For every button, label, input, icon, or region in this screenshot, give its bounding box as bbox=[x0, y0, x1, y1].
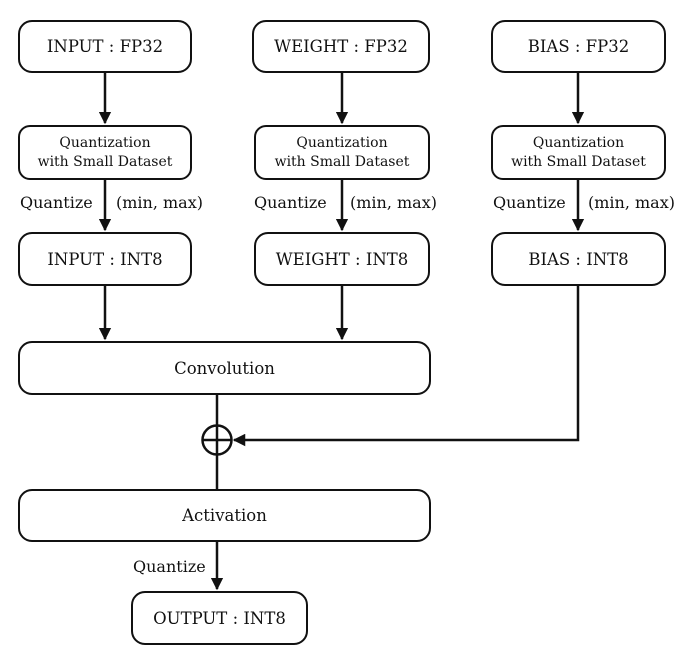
output-quantize-label: Quantize bbox=[133, 557, 206, 576]
input-minmax-label: (min, max) bbox=[116, 193, 203, 212]
input-int8-label: INPUT : INT8 bbox=[47, 249, 163, 269]
adder-symbol bbox=[201, 424, 233, 456]
bias-quantize-label: Quantize bbox=[493, 193, 566, 212]
activation-node: Activation bbox=[18, 489, 431, 542]
input-fp32-node: INPUT : FP32 bbox=[18, 20, 192, 73]
weight-minmax-label: (min, max) bbox=[350, 193, 437, 212]
input-quantization-line2: with Small Dataset bbox=[37, 153, 173, 170]
weight-quantization-line1: Quantization bbox=[296, 134, 388, 151]
input-fp32-label: INPUT : FP32 bbox=[46, 37, 164, 56]
bias-quantization-line2: with Small Dataset bbox=[511, 153, 646, 170]
convolution-label: Convolution bbox=[174, 358, 275, 378]
input-quantize-label: Quantize bbox=[20, 193, 93, 212]
weight-quantization-line2: with Small Dataset bbox=[274, 153, 410, 170]
weight-fp32-node: WEIGHT : FP32 bbox=[252, 20, 430, 73]
input-quantization-node: Quantization with Small Dataset bbox=[18, 125, 192, 180]
bias-minmax-label: (min, max) bbox=[588, 193, 675, 212]
input-int8-node: INPUT : INT8 bbox=[18, 232, 192, 286]
weight-quantize-label: Quantize bbox=[254, 193, 327, 212]
bias-quantization-node: Quantization with Small Dataset bbox=[491, 125, 666, 180]
weight-int8-label: WEIGHT : INT8 bbox=[275, 249, 409, 269]
bias-int8-label: BIAS : INT8 bbox=[528, 249, 629, 269]
weight-int8-node: WEIGHT : INT8 bbox=[254, 232, 430, 286]
weight-quantization-node: Quantization with Small Dataset bbox=[254, 125, 430, 180]
input-quantization-line1: Quantization bbox=[59, 134, 151, 151]
arrow-bias-to-adder bbox=[232, 286, 580, 447]
bias-fp32-node: BIAS : FP32 bbox=[491, 20, 666, 73]
bias-quantization-line1: Quantization bbox=[532, 134, 625, 151]
output-int8-label: OUTPUT : INT8 bbox=[153, 608, 286, 628]
convolution-node: Convolution bbox=[18, 341, 431, 395]
activation-label: Activation bbox=[182, 506, 267, 525]
weight-fp32-label: WEIGHT : FP32 bbox=[274, 37, 408, 56]
output-int8-node: OUTPUT : INT8 bbox=[131, 591, 308, 645]
bias-fp32-label: BIAS : FP32 bbox=[527, 37, 630, 56]
bias-int8-node: BIAS : INT8 bbox=[491, 232, 666, 286]
